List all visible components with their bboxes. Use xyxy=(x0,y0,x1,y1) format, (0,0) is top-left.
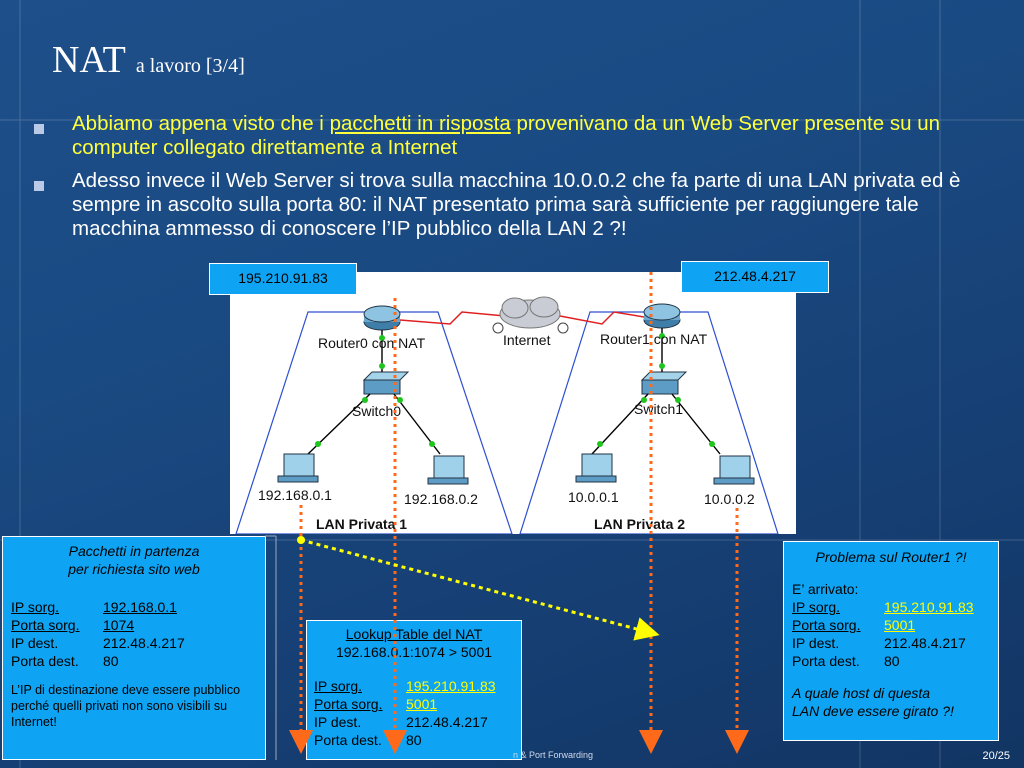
lan2-label: LAN Privata 2 xyxy=(594,516,685,532)
bullet-2: Adesso invece il Web Server si trova sul… xyxy=(30,169,1000,241)
field-row: Porta dest.80 xyxy=(792,653,900,669)
ip-right-text: 212.48.4.217 xyxy=(714,268,796,284)
bullet-2-text: Adesso invece il Web Server si trova sul… xyxy=(72,169,961,240)
title-sub: a lavoro [3/4] xyxy=(135,55,245,77)
page-number: 20/25 xyxy=(982,750,1010,762)
field-row: IP sorg.195.210.91.83 xyxy=(314,678,496,694)
field-row: IP dest.212.48.4.217 xyxy=(792,635,966,651)
network-diagram: Router0 con NAT Internet Router1 con NAT… xyxy=(230,272,796,535)
pc-icon xyxy=(277,453,319,483)
bullet-square-icon xyxy=(34,181,44,191)
lookup-mapping: 192.168.0.1:1074 > 5001 xyxy=(335,644,493,660)
bullet-list: Abbiamo appena visto che i pacchetti in … xyxy=(30,112,1000,250)
panel-note: L’IP di destinazione deve essere pubblic… xyxy=(11,683,241,729)
field-row: Porta sorg.1074 xyxy=(11,617,135,633)
bullet-1-pre: Abbiamo appena visto che i xyxy=(72,112,330,135)
outgoing-packet-panel: Pacchetti in partenza per richiesta sito… xyxy=(2,536,266,760)
ip-box-left: 195.210.91.83 xyxy=(209,263,357,295)
router1-icon xyxy=(643,303,681,329)
internet-label: Internet xyxy=(503,332,551,348)
bullet-1-post: provenivano da un Web Server presente su… xyxy=(72,112,940,159)
panel-heading-1: Pacchetti in partenza xyxy=(68,543,200,559)
title-main: NAT xyxy=(52,39,126,81)
switch1-label: Switch1 xyxy=(634,401,683,417)
lan1-label: LAN Privata 1 xyxy=(316,516,407,532)
switch0-label: Switch0 xyxy=(352,403,401,419)
network-diagram-svg: Router0 con NAT Internet Router1 con NAT… xyxy=(235,296,779,535)
internet-cloud-icon xyxy=(499,296,561,329)
pc-d-label: 10.0.0.2 xyxy=(704,491,755,507)
clock-icon xyxy=(557,322,569,334)
clock-icon xyxy=(492,322,504,334)
problem-heading: Problema sul Router1 ?! xyxy=(815,549,967,565)
pc-a-label: 192.168.0.1 xyxy=(258,487,332,503)
wan-link-left xyxy=(399,311,506,325)
router1-label: Router1 con NAT xyxy=(600,331,708,347)
field-row: IP dest.212.48.4.217 xyxy=(314,714,488,730)
ip-box-right: 212.48.4.217 xyxy=(681,261,829,293)
ip-left-text: 195.210.91.83 xyxy=(238,270,328,286)
lookup-heading: Lookup Table del NAT xyxy=(345,626,483,642)
field-row: IP sorg.192.168.0.1 xyxy=(11,599,177,615)
pc-icon xyxy=(427,455,469,485)
nat-lookup-panel: Lookup Table del NAT 192.168.0.1:1074 > … xyxy=(306,620,522,760)
wan-link-right xyxy=(559,311,651,325)
pc-c-label: 10.0.0.1 xyxy=(568,489,619,505)
router1-problem-panel: Problema sul Router1 ?! E’ arrivato: IP … xyxy=(783,541,999,741)
bullet-square-icon xyxy=(34,124,44,134)
panel-heading-2: per richiesta sito web xyxy=(68,561,200,577)
slide-title: NAT a lavoro [3/4] xyxy=(52,38,245,82)
pc-b-label: 192.168.0.2 xyxy=(404,491,478,507)
field-row: Porta dest.80 xyxy=(314,732,422,748)
question-line-1: A quale host di questa xyxy=(792,685,931,701)
field-row: Porta sorg.5001 xyxy=(314,696,438,712)
router0-icon xyxy=(363,305,401,331)
field-row: IP sorg.195.210.91.83 xyxy=(792,599,974,615)
switch0-icon xyxy=(362,371,410,395)
field-row: Porta sorg.5001 xyxy=(792,617,916,633)
field-row: IP dest.212.48.4.217 xyxy=(11,635,185,651)
question-line-2: LAN deve essere girato ?! xyxy=(792,703,954,719)
switch1-icon xyxy=(640,371,688,395)
arrived-label: E’ arrivato: xyxy=(792,581,859,597)
footer-text: n & Port Forwarding xyxy=(513,750,594,760)
bullet-1: Abbiamo appena visto che i pacchetti in … xyxy=(30,112,1000,160)
bullet-1-link: pacchetti in risposta xyxy=(329,112,511,135)
pc-icon xyxy=(713,455,755,485)
field-row: Porta dest.80 xyxy=(11,653,119,669)
router0-label: Router0 con NAT xyxy=(318,335,426,351)
pc-icon xyxy=(575,453,617,483)
